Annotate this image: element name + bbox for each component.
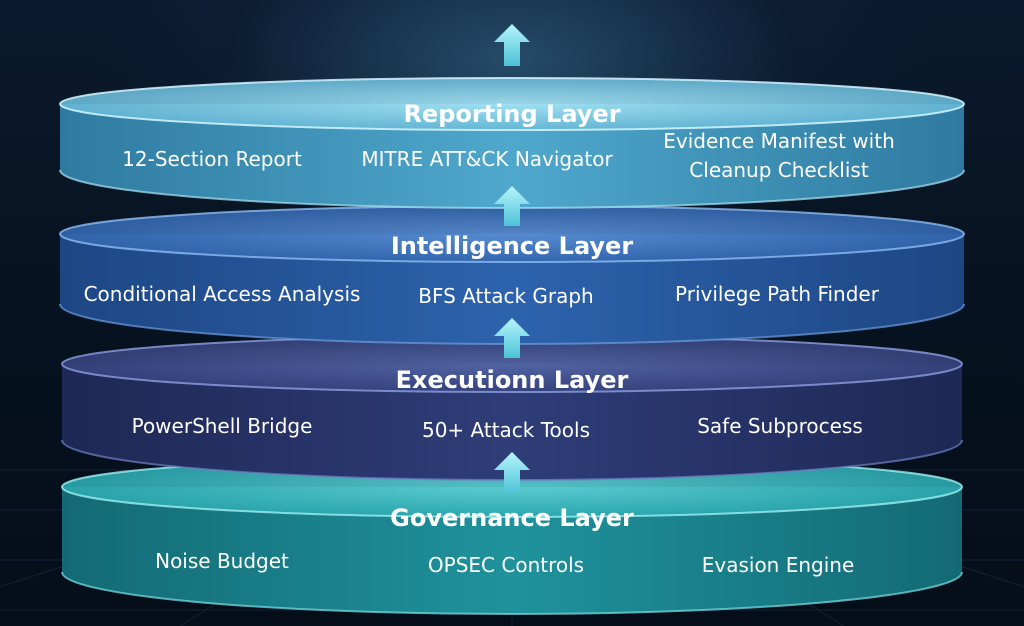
- execution-layer-title: Executionn Layer: [396, 366, 629, 394]
- governance-item-evasion: Evasion Engine: [702, 553, 855, 577]
- reporting-disk-top: [60, 78, 964, 130]
- execution-layer: [61, 335, 963, 481]
- arrow-up-icon: [494, 318, 530, 358]
- governance-disk-side: [62, 487, 962, 614]
- intelligence-item-attack-graph: BFS Attack Graph: [418, 284, 593, 308]
- intelligence-item-privilege-path: Privilege Path Finder: [675, 282, 880, 306]
- intelligence-disk-side: [60, 234, 964, 344]
- intelligence-layer: [59, 205, 965, 345]
- governance-item-opsec: OPSEC Controls: [428, 553, 584, 577]
- arrow-up-icon: [494, 186, 530, 226]
- arrow-up-icon: [494, 24, 530, 66]
- reporting-layer-title: Reporting Layer: [403, 100, 620, 128]
- reporting-item-report: 12-Section Report: [122, 147, 302, 171]
- execution-disk-top: [62, 336, 962, 392]
- reporting-item-manifest-line1: Evidence Manifest with: [663, 129, 895, 153]
- governance-layer-title: Governance Layer: [390, 504, 634, 532]
- intelligence-disk-top: [60, 206, 964, 262]
- governance-item-noise-budget: Noise Budget: [155, 549, 289, 573]
- execution-disk-side: [62, 364, 962, 480]
- flow-arrows: [494, 24, 530, 494]
- execution-item-powershell: PowerShell Bridge: [132, 414, 313, 438]
- reporting-item-manifest-line2: Cleanup Checklist: [689, 158, 869, 182]
- arrow-up-icon: [494, 452, 530, 494]
- intelligence-layer-title: Intelligence Layer: [391, 232, 634, 260]
- reporting-item-navigator: MITRE ATT&CK Navigator: [361, 147, 613, 171]
- execution-item-subprocess: Safe Subprocess: [697, 414, 863, 438]
- execution-item-attack-tools: 50+ Attack Tools: [422, 418, 590, 442]
- intelligence-item-conditional-access: Conditional Access Analysis: [84, 282, 361, 306]
- reporting-disk-side: [60, 104, 964, 208]
